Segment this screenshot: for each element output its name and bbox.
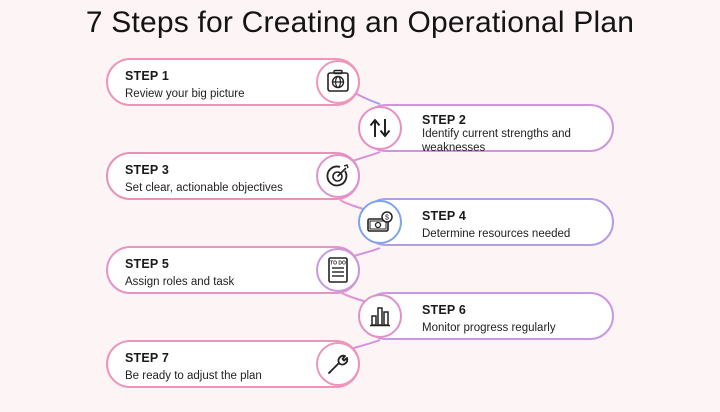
step-2-label: STEP 2: [422, 113, 467, 127]
step-7-description: Be ready to adjust the plan: [125, 370, 262, 382]
step-6-description: Monitor progress regularly: [422, 322, 556, 334]
bar-chart-icon: [370, 307, 390, 327]
up-down-arrows-icon: [369, 119, 391, 137]
step-1-description: Review your big picture: [125, 88, 245, 100]
todo-list-icon: TO DO: [328, 257, 348, 283]
target-icon: [326, 164, 349, 187]
step-3-description: Set clear, actionable objectives: [125, 182, 283, 194]
step-5-description: Assign roles and task: [125, 276, 235, 288]
step-4-description: Determine resources needed: [422, 228, 571, 240]
step-2-description: Identify current strengths and weaknesse…: [422, 128, 571, 154]
step-3-label: STEP 3: [125, 163, 170, 177]
step-1-icon-circle: [316, 60, 360, 104]
svg-text:$: $: [385, 215, 389, 222]
step-1-label: STEP 1: [125, 69, 170, 83]
step-2-card: STEP 2 Identify current strengths and we…: [362, 104, 614, 154]
wrench-icon: [328, 354, 349, 374]
step-5-icon-circle: TO DO: [316, 248, 360, 292]
step-5-label: STEP 5: [125, 257, 170, 271]
step-6-card: STEP 6 Monitor progress regularly: [362, 292, 614, 340]
step-7-icon-circle: [316, 342, 360, 386]
todo-text: TO DO: [330, 261, 346, 267]
step-7-label: STEP 7: [125, 351, 170, 365]
money-coins-icon: $: [367, 211, 393, 232]
step-3-icon-circle: [316, 154, 360, 198]
step-4-label: STEP 4: [422, 209, 467, 223]
step-6-icon-circle: [358, 294, 402, 338]
step-4-card: STEP 4 Determine resources needed: [362, 198, 614, 246]
page-title: 7 Steps for Creating an Operational Plan: [85, 6, 635, 39]
step-6-label: STEP 6: [422, 303, 467, 317]
step-2-icon-circle: [358, 106, 402, 150]
globe-screen-icon: [327, 69, 349, 92]
step-4-icon-circle: $: [358, 200, 402, 244]
